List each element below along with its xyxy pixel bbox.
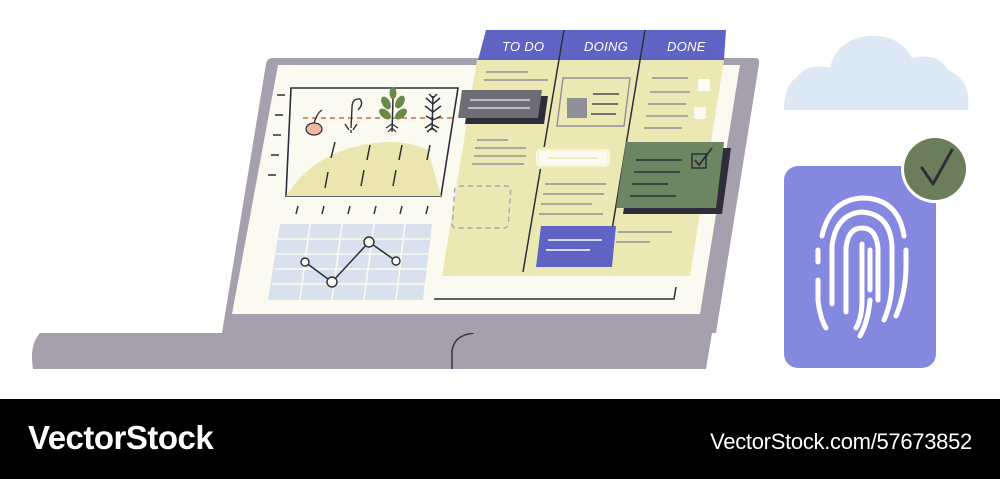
watermark-brand: VectorStock (28, 419, 214, 456)
thumbnail (567, 98, 587, 118)
line-point (326, 276, 338, 288)
kanban-header (478, 30, 726, 60)
checkbox-icon (698, 79, 710, 91)
doing-text-lines (539, 183, 606, 215)
plant-icon (424, 93, 442, 133)
completed-task-card[interactable] (616, 142, 731, 214)
line-point (363, 236, 375, 248)
seed-icon (305, 109, 323, 136)
todo-text-lines (472, 71, 548, 165)
line-point (391, 256, 401, 266)
column-done-label[interactable]: DONE (667, 39, 706, 54)
column-divider (611, 29, 646, 231)
watermark-bar: VectorStock VectorStock.com/57673852 (0, 399, 1000, 479)
line-point (300, 257, 310, 267)
fingerprint-icon (815, 195, 909, 339)
sprout-icon (344, 98, 363, 133)
area-fill (286, 141, 441, 196)
gridlines (268, 94, 431, 215)
doing-card[interactable] (556, 77, 631, 127)
column-todo-label[interactable]: TO DO (502, 39, 544, 54)
empty-card-placeholder[interactable] (451, 185, 512, 229)
checkbox-icon (694, 107, 706, 119)
check-badge (901, 135, 969, 203)
floating-gray-card[interactable] (458, 90, 548, 124)
fingerprint-panel[interactable] (784, 166, 936, 368)
cloud-icon (784, 35, 969, 110)
seedling-icon (379, 87, 407, 133)
checkbox-checked-icon (691, 153, 707, 169)
check-icon (920, 148, 954, 186)
growth-chart (268, 87, 459, 215)
illustration: TO DO DOING DONE (31, 29, 969, 369)
watermark-image-id: VectorStock.com/57673852 (710, 429, 972, 454)
done-list (616, 77, 710, 243)
laptop-base (31, 332, 712, 369)
blue-card[interactable] (536, 226, 616, 267)
line-chart (268, 223, 432, 301)
column-doing-label[interactable]: DOING (584, 39, 628, 54)
divider-line (434, 286, 677, 300)
